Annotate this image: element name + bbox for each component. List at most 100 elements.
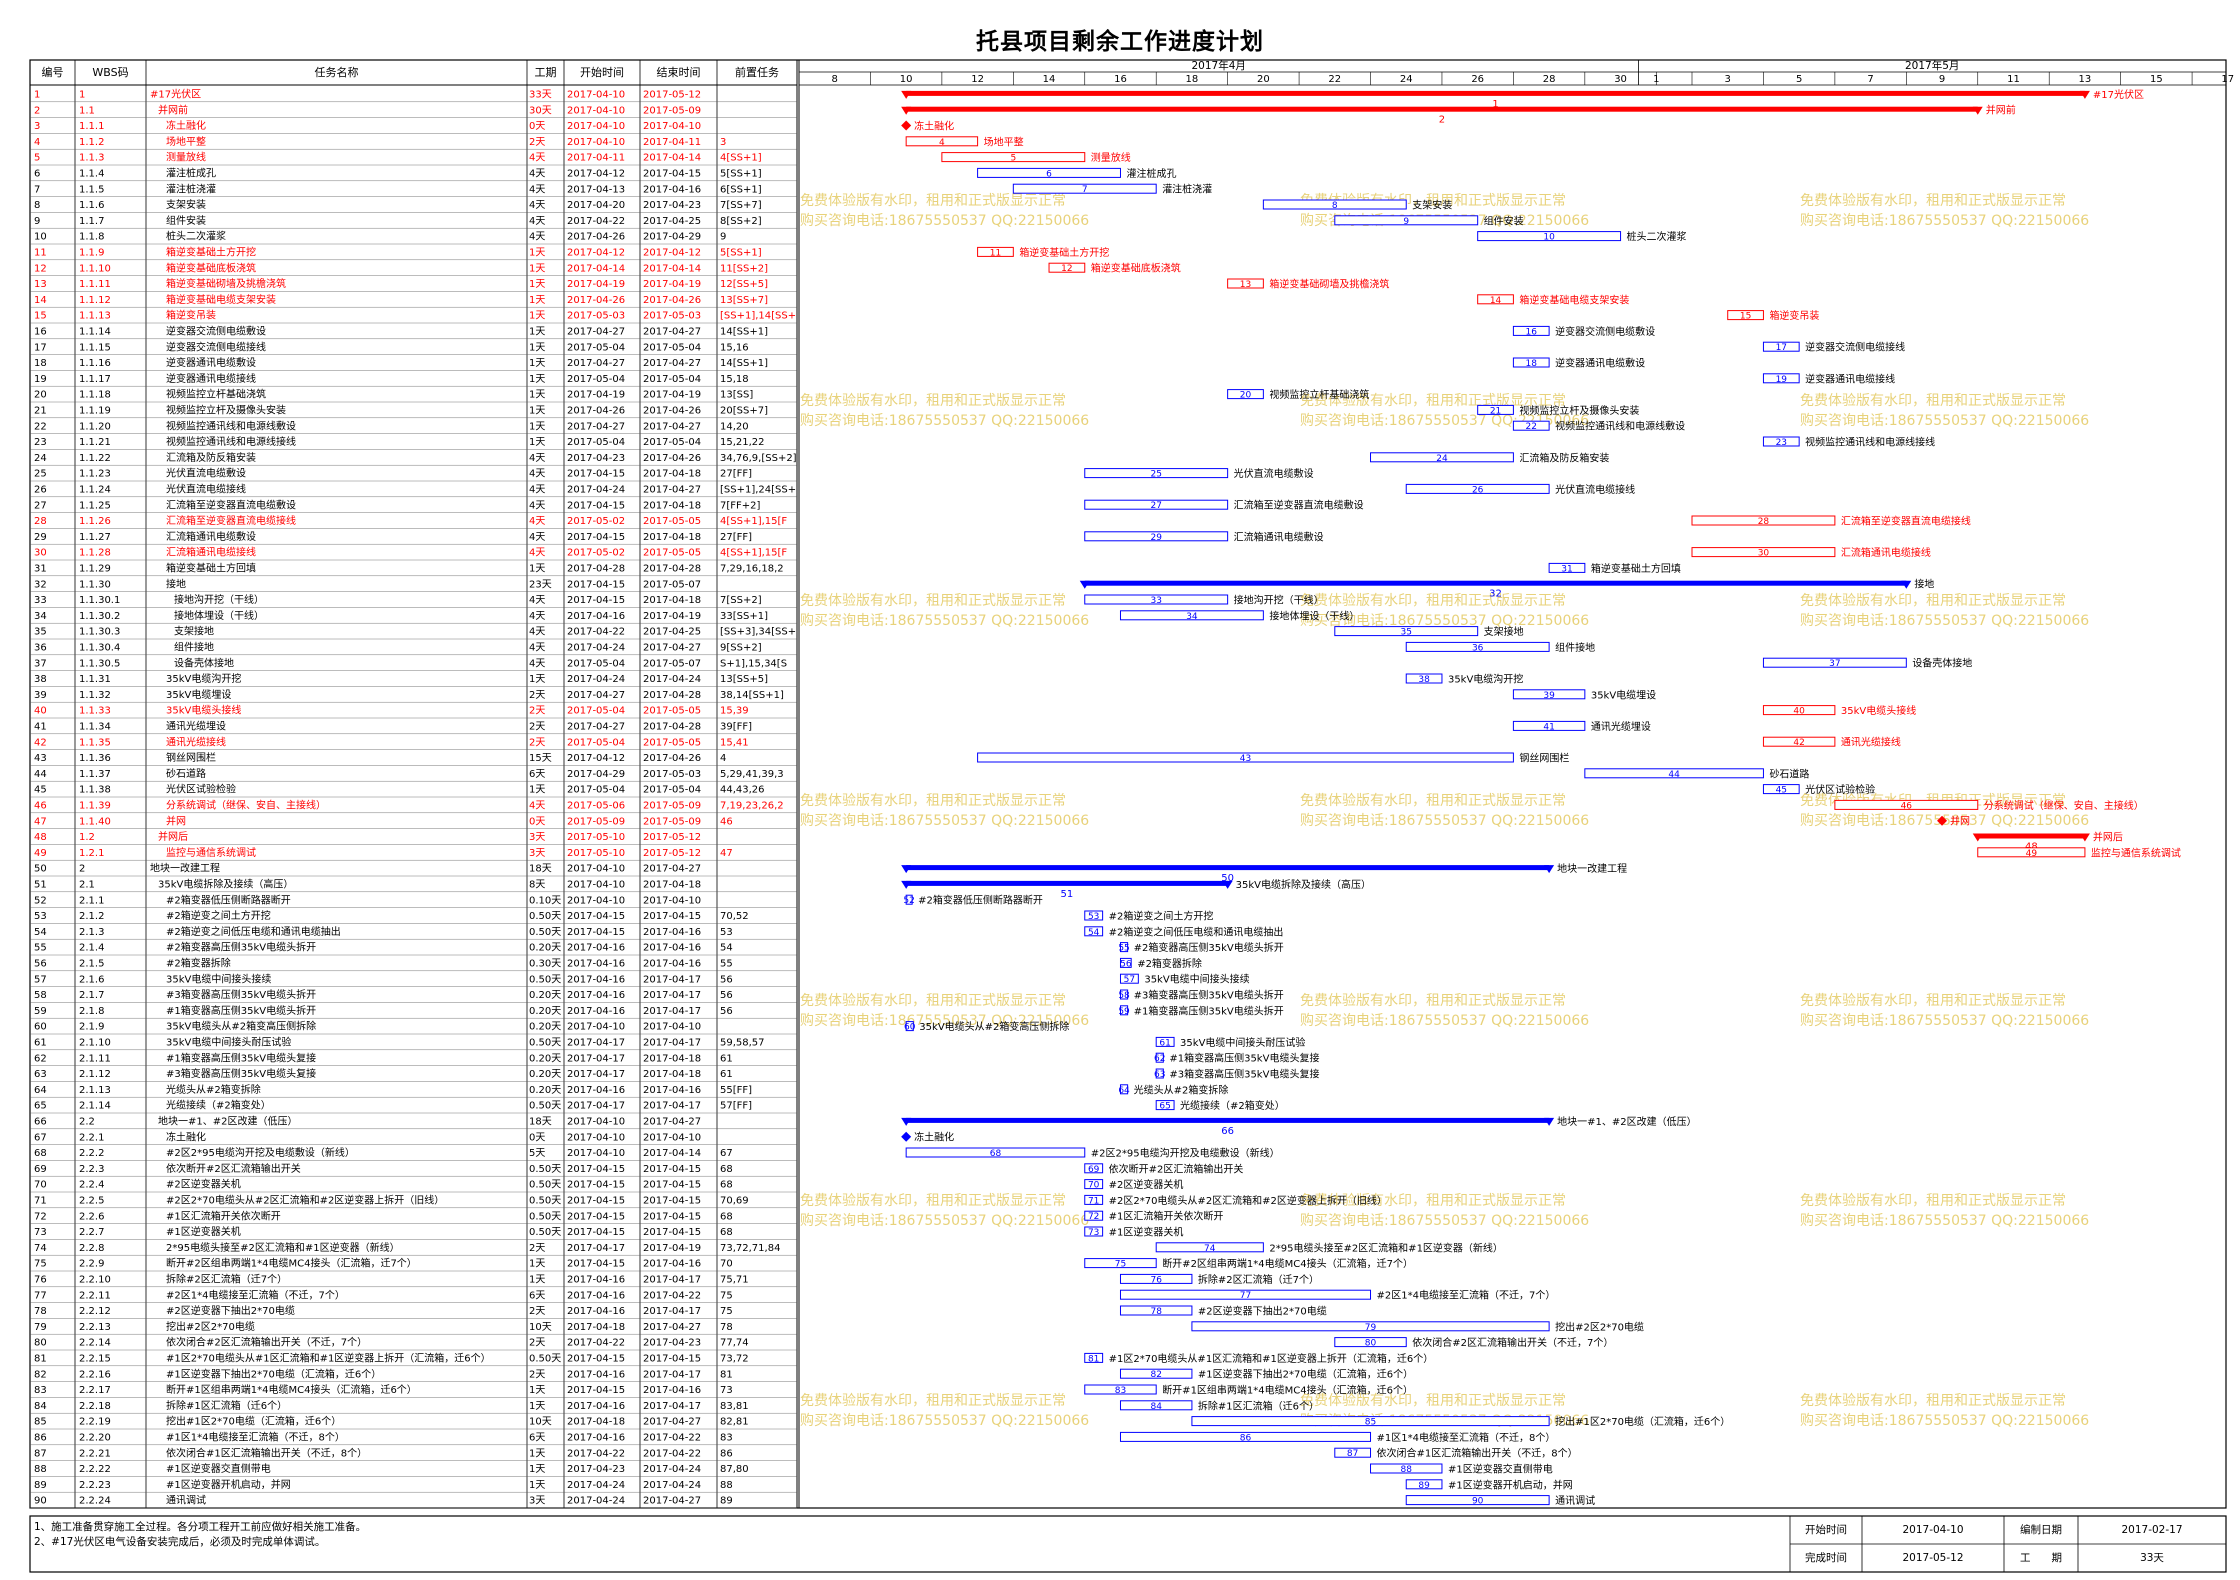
cell-duration: 1天 (529, 1480, 545, 1491)
cell-num: 29 (34, 532, 47, 543)
cell-start: 2017-04-15 (567, 532, 625, 543)
cell-end: 2017-05-05 (643, 706, 701, 717)
bar-id-label: 63 (1154, 1070, 1165, 1080)
bar-task-label: 组件接地 (1555, 641, 1595, 654)
day-tick-label: 17 (2221, 74, 2234, 85)
bar-task-label: 汇流箱至逆变器直流电缆接线 (1841, 515, 1971, 528)
bar-task-label: 箱逆变吊装 (1769, 309, 1819, 322)
cell-end: 2017-05-12 (643, 832, 701, 843)
bar-id-label: 74 (1204, 1244, 1216, 1254)
cell-pred: 73 (720, 1385, 733, 1396)
bar-task-label: 并网 (1950, 815, 1970, 828)
watermark-text: 免费体验版有水印，租用和正式版显示正常 (1800, 593, 2066, 609)
cell-end: 2017-05-09 (643, 105, 701, 116)
bar-task-label: 视频监控通讯线和电源线接线 (1805, 436, 1935, 449)
cell-name: #2箱变器高压侧35kV电缆头拆开 (166, 941, 316, 954)
summary-bar-start-marker (901, 106, 912, 115)
bar-task-label: 2*95电缆头接至#2区汇流箱和#1区逆变器（新线） (1269, 1241, 1503, 1254)
gantt-bar-67: 冻土融化 (901, 1131, 954, 1144)
bar-id-label: 61 (1159, 1038, 1170, 1048)
cell-duration: 15天 (529, 753, 552, 764)
cell-duration: 10天 (529, 1322, 552, 1333)
bar-task-label: 35kV电缆头从#2箱变高压侧拆除 (919, 1020, 1069, 1033)
bar-id-label: 54 (1088, 928, 1100, 938)
cell-duration: 4天 (529, 595, 545, 606)
day-tick-label: 5 (1796, 74, 1802, 85)
cell-name: 光伏直流电缆接线 (166, 483, 246, 496)
cell-wbs: 1.1.23 (79, 469, 111, 480)
cell-end: 2017-04-27 (643, 1322, 701, 1333)
gantt-bar-89: 89#1区逆变器开机启动，并网 (1405, 1478, 1573, 1491)
bar-id-label: 28 (1758, 517, 1770, 527)
cell-name: 并网后 (158, 830, 188, 843)
bar-task-label: 冻土融化 (914, 120, 954, 133)
cell-start: 2017-04-11 (567, 153, 625, 164)
cell-pred: 77,74 (720, 1338, 749, 1349)
cell-wbs: 2.1.3 (79, 927, 104, 938)
cell-name: 视频监控通讯线和电源线接线 (166, 435, 296, 448)
bar-task-label: 汇流箱至逆变器直流电缆敷设 (1234, 499, 1364, 512)
task-bar (1548, 562, 1586, 573)
task-bar (1119, 1305, 1193, 1316)
task-bar (1512, 720, 1586, 731)
cell-duration: 0.50天 (529, 1164, 561, 1175)
gantt-bar-59: 59#1箱变器高压侧35kV电缆头拆开 (1118, 1004, 1283, 1017)
cell-end: 2017-04-17 (643, 990, 701, 1001)
cell-start: 2017-04-12 (567, 169, 625, 180)
cell-name: 箱逆变基础土方开挖 (166, 246, 256, 259)
bar-task-label: 光伏区试验检验 (1805, 783, 1875, 796)
cell-pred: 13[SS+5] (720, 674, 768, 685)
task-bar (1155, 1036, 1175, 1047)
cell-num: 15 (34, 311, 47, 322)
cell-start: 2017-05-10 (567, 848, 625, 859)
cell-num: 50 (34, 864, 47, 875)
cell-end: 2017-04-18 (643, 532, 701, 543)
cell-name: 监控与通信系统调试 (166, 846, 256, 859)
cell-start: 2017-04-12 (567, 248, 625, 259)
cell-duration: 33天 (529, 90, 552, 101)
cell-end: 2017-04-16 (643, 959, 701, 970)
summary-bar (906, 1117, 1550, 1123)
cell-pred: 59,58,57 (720, 1038, 765, 1049)
cell-num: 54 (34, 927, 47, 938)
cell-wbs: 1.1.4 (79, 169, 104, 180)
cell-start: 2017-04-27 (567, 327, 625, 338)
summary-bar-end-marker (1972, 106, 1983, 115)
cell-end: 2017-04-14 (643, 1148, 701, 1159)
cell-num: 78 (34, 1306, 47, 1317)
cell-name: 光伏直流电缆敷设 (166, 467, 246, 480)
task-bar (1119, 1289, 1372, 1300)
cell-start: 2017-04-18 (567, 1322, 625, 1333)
bar-id-label: 13 (1240, 280, 1251, 290)
cell-pred: 7[SS+2] (720, 595, 762, 606)
cell-duration: 1天 (529, 248, 545, 259)
task-bar (1477, 294, 1514, 305)
cell-end: 2017-04-15 (643, 1227, 701, 1238)
cell-num: 52 (34, 895, 47, 906)
bar-id-label: 85 (1365, 1418, 1376, 1428)
bar-id-label: 15 (1740, 312, 1751, 322)
task-bar (977, 167, 1121, 178)
day-tick-label: 14 (1043, 74, 1056, 85)
cell-pred: 56 (720, 990, 733, 1001)
gantt-bar-74: 74 2*95电缆头接至#2区汇流箱和#1区逆变器（新线） (1155, 1241, 1503, 1254)
cell-wbs: 2.2.14 (79, 1338, 111, 1349)
task-bar (1084, 926, 1104, 937)
column-header-end: 结束时间 (657, 66, 701, 79)
cell-wbs: 1.1.33 (79, 706, 111, 717)
